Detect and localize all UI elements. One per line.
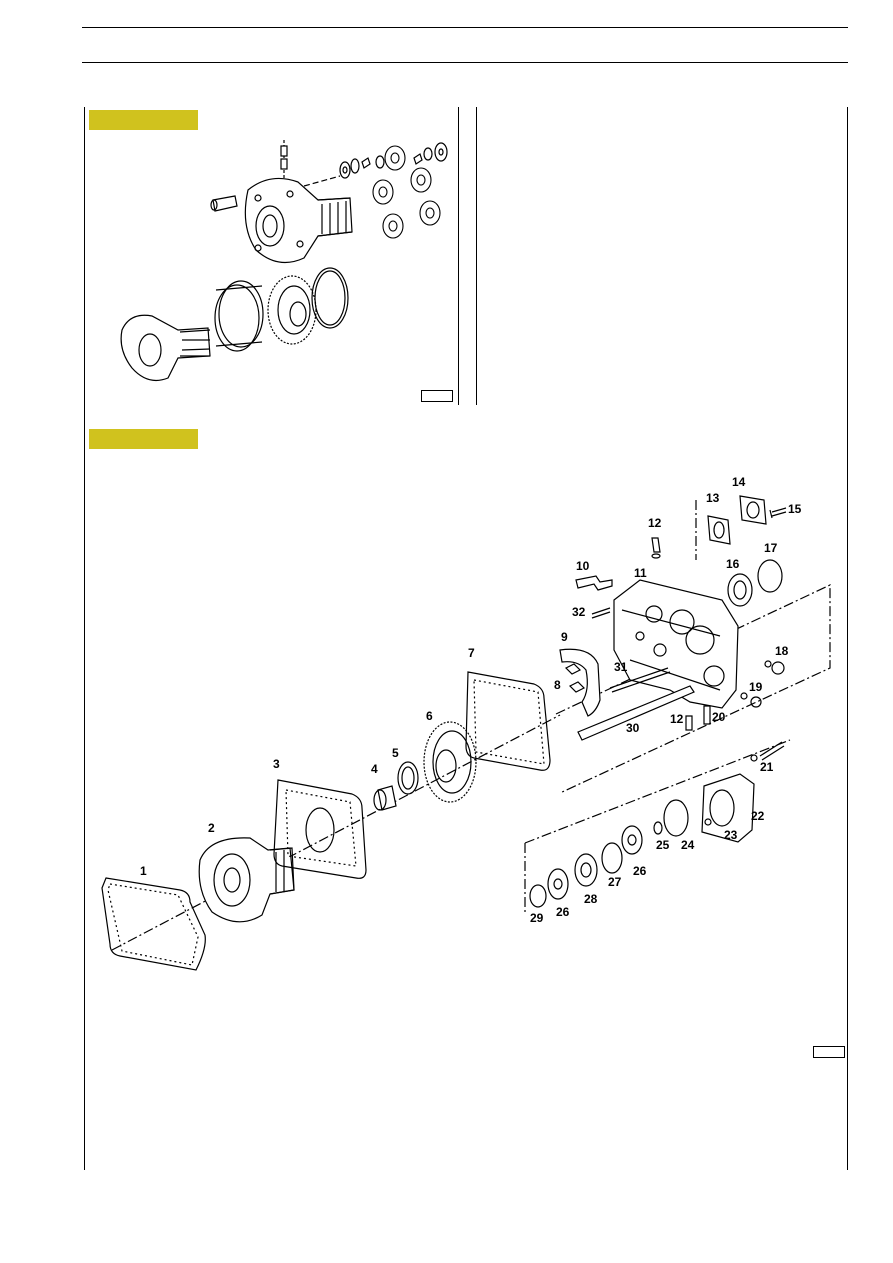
callout-3: 3 xyxy=(273,757,280,771)
part-8 xyxy=(564,663,586,693)
left-frame-line xyxy=(84,107,85,1170)
callout-29: 29 xyxy=(530,911,544,925)
callout-2: 2 xyxy=(208,821,215,835)
part-5-ring xyxy=(397,761,419,795)
callout-16: 16 xyxy=(726,557,740,571)
part-29 xyxy=(529,884,547,908)
callout-11: 11 xyxy=(634,566,647,580)
part-28 xyxy=(574,853,598,887)
part-32-pin xyxy=(591,607,611,619)
callout-23: 23 xyxy=(724,828,738,842)
part-30-shaft xyxy=(577,685,695,741)
callout-25: 25 xyxy=(656,838,670,852)
part-12-pin-top xyxy=(651,537,661,553)
section-tag-bottom xyxy=(89,429,198,449)
part-10-lever xyxy=(575,575,613,591)
part-19 xyxy=(750,696,762,708)
callout-32: 32 xyxy=(572,605,586,619)
callout-14: 14 xyxy=(732,475,746,489)
part-21-bolt xyxy=(759,741,785,761)
part-27-snapring xyxy=(601,842,623,874)
part-14-cover xyxy=(739,495,767,525)
part-7-gasket xyxy=(465,671,551,771)
callout-7: 7 xyxy=(468,646,475,660)
part-12-pin-bottom xyxy=(685,715,693,731)
header-top-rule xyxy=(82,27,848,28)
callout-20: 20 xyxy=(712,710,726,724)
part-3-plate xyxy=(273,779,367,879)
callout-13: 13 xyxy=(706,491,720,505)
callout-27: 27 xyxy=(608,875,622,889)
part-18 xyxy=(771,661,785,675)
right-frame-line xyxy=(847,107,848,1170)
part-26-washer-2 xyxy=(547,868,569,900)
part-15-bolt xyxy=(769,507,787,519)
part-26-washer xyxy=(621,825,643,855)
part-22-housing xyxy=(701,773,755,843)
part-24-oring xyxy=(663,799,689,837)
callout-26: 26 xyxy=(633,864,647,878)
part-23 xyxy=(704,818,712,826)
callout-24: 24 xyxy=(681,838,695,852)
callout-18: 18 xyxy=(775,644,789,658)
part-11-case xyxy=(613,579,739,709)
column-divider-line xyxy=(458,107,459,405)
part-25 xyxy=(653,821,663,835)
callout-21: 21 xyxy=(760,760,774,774)
figure-bottom-reference-box xyxy=(813,1046,845,1058)
callout-28: 28 xyxy=(584,892,598,906)
part-1-gasket xyxy=(101,877,206,971)
part-9-fork xyxy=(559,648,601,717)
part-31-rod xyxy=(609,667,671,693)
figure-top-reference-box xyxy=(421,390,453,402)
part-13 xyxy=(707,515,731,545)
planetary-carrier-illustration xyxy=(120,140,448,381)
callout-12-bottom: 12 xyxy=(670,712,684,726)
part-16-bearing xyxy=(727,573,753,607)
callout-4: 4 xyxy=(371,762,378,776)
section-tag-top xyxy=(89,110,198,130)
callout-31: 31 xyxy=(614,660,628,674)
callout-15: 15 xyxy=(788,502,802,516)
callout-17: 17 xyxy=(764,541,778,555)
callout-8: 8 xyxy=(554,678,561,692)
part-6-gear xyxy=(423,721,477,803)
callout-5: 5 xyxy=(392,746,399,760)
part-20 xyxy=(703,705,711,725)
callout-9: 9 xyxy=(561,630,568,644)
callout-10: 10 xyxy=(576,559,590,573)
callout-22: 22 xyxy=(751,809,765,823)
part-17-ring xyxy=(757,559,783,593)
callout-19: 19 xyxy=(749,680,763,694)
callout-26-b: 26 xyxy=(556,905,570,919)
callout-30: 30 xyxy=(626,721,640,735)
part-4-bushing xyxy=(377,785,397,811)
callout-1: 1 xyxy=(140,864,147,878)
header-bottom-rule xyxy=(82,62,848,63)
callout-12-top: 12 xyxy=(648,516,662,530)
callout-6: 6 xyxy=(426,709,433,723)
column-divider-line-2 xyxy=(476,107,477,405)
part-2-carrier xyxy=(198,837,295,923)
